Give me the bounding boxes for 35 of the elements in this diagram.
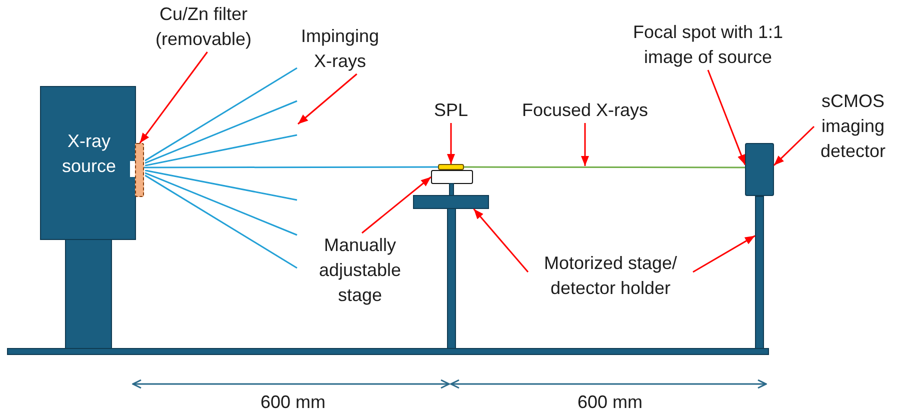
- x-ray-fan-drawing: [145, 67, 298, 166]
- stage-post: [449, 183, 454, 196]
- leader-arrow: [447, 123, 455, 164]
- callout-label: Focal spot with 1:1 image of source: [615, 20, 801, 70]
- source-label: X-ray source: [60, 130, 118, 178]
- leader-arrow: [707, 70, 746, 165]
- callout-label: Manually adjustable stage: [310, 233, 410, 308]
- leader-arrow: [581, 123, 589, 166]
- leader-arrow: [139, 52, 208, 144]
- x-ray-fan-drawing: [145, 170, 298, 270]
- x-ray-beam-line: [144, 166, 438, 168]
- x-ray-source-housing: [40, 86, 136, 240]
- leader-arrow: [692, 235, 756, 273]
- callout-label: Motorized stage/ detector holder: [528, 251, 693, 301]
- base-rail: [7, 348, 769, 355]
- callout-label: Impinging X-rays: [298, 24, 382, 74]
- leader-arrow: [773, 126, 815, 166]
- callout-label: sCMOS imaging detector: [814, 89, 892, 164]
- pedestal: [65, 239, 112, 349]
- support-post: [755, 196, 764, 349]
- optic-plate: [438, 164, 464, 170]
- stage-block: [431, 170, 473, 184]
- callout-label: Cu/Zn filter (removable): [141, 2, 266, 52]
- leader-arrow: [298, 73, 358, 125]
- stage-platform: [413, 195, 489, 209]
- dimension-label: 600 mm: [576, 391, 644, 414]
- filter-plate: [135, 143, 144, 197]
- leader-arrow: [473, 208, 529, 272]
- support-post: [447, 208, 456, 349]
- focused-beam-line: [464, 166, 745, 168]
- leader-arrow: [362, 176, 432, 234]
- callout-label: SPL: [426, 98, 476, 123]
- callout-label: Focused X-rays: [510, 98, 660, 123]
- dimension-label: 600 mm: [259, 391, 327, 414]
- detector-housing: [745, 143, 774, 196]
